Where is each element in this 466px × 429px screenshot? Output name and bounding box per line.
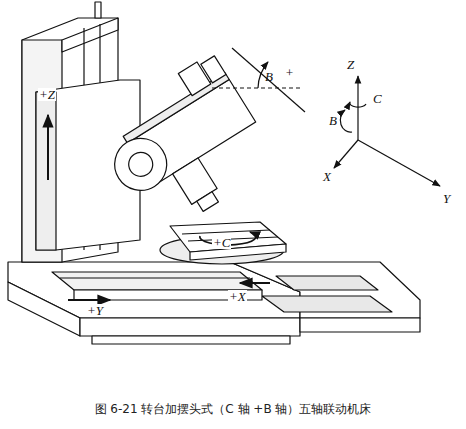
spindle xyxy=(173,158,224,215)
axis-label: +Z xyxy=(38,88,56,101)
b-reference xyxy=(212,87,300,88)
column-side xyxy=(22,40,62,262)
bed-front xyxy=(80,318,300,336)
axis-label: B xyxy=(328,114,338,127)
x-arrow xyxy=(240,282,270,284)
column-top xyxy=(62,18,118,52)
z-arrow xyxy=(47,115,49,180)
axis-label: B xyxy=(264,70,274,83)
axis-label: +C xyxy=(212,236,231,249)
y-arrow xyxy=(68,299,110,301)
axis-label: Z xyxy=(346,58,355,71)
rotary-table-edge xyxy=(190,244,286,260)
swivel-head xyxy=(88,52,256,200)
axis-label: +Y xyxy=(86,304,104,317)
axis-triad xyxy=(334,76,440,186)
axis-label: X xyxy=(322,170,332,183)
x-rail-front xyxy=(300,318,420,332)
b-angle-line xyxy=(232,48,305,112)
rail xyxy=(276,276,378,290)
machine-illustration xyxy=(0,0,466,400)
axis-label: Y xyxy=(442,192,451,205)
z-slide-side xyxy=(36,92,56,250)
axis-label: +X xyxy=(228,290,247,303)
bed-foot xyxy=(92,336,290,344)
axis-label: C xyxy=(372,92,383,105)
bed-side xyxy=(8,282,80,336)
figure-caption: 图 6-21 转台加摆头式（C 轴 +B 轴）五轴联动机床 xyxy=(0,401,466,418)
axis-label: + xyxy=(284,66,295,79)
column-post xyxy=(95,2,101,18)
rail xyxy=(262,296,392,312)
t-slot xyxy=(182,230,270,234)
slide-line xyxy=(60,277,250,278)
saddle xyxy=(52,272,262,290)
